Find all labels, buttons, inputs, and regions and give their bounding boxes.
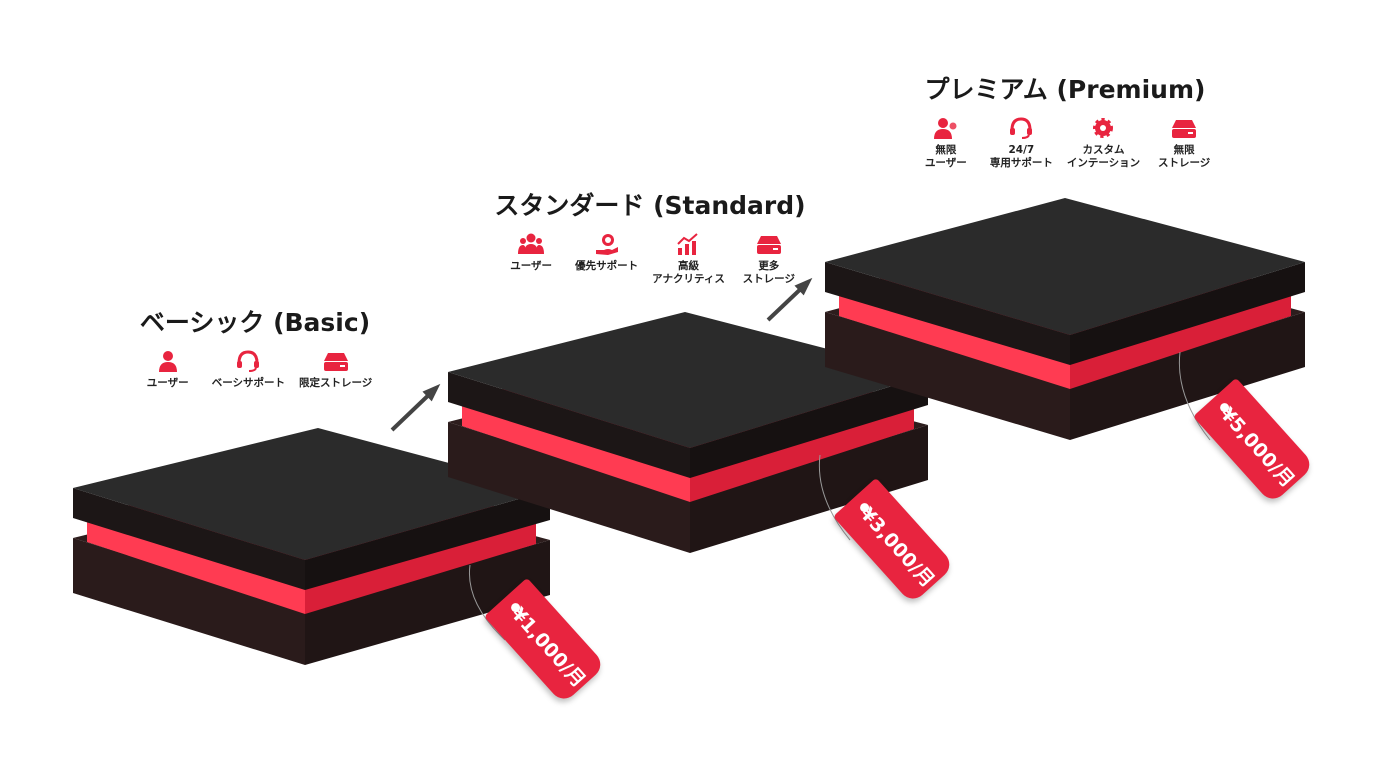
feature-item: 無限 ユーザー <box>916 116 976 170</box>
standard-block-top-slab-left <box>448 372 690 478</box>
feature-item: ベーシサポート <box>212 349 285 390</box>
feature-label: ユーザー <box>510 260 553 272</box>
feature-label: 24/7 専用サポート <box>989 144 1053 169</box>
priority-support-icon <box>595 234 618 255</box>
premium-block-band-right <box>1070 290 1291 389</box>
feature-item: 無限 ストレージ <box>1154 116 1214 170</box>
users-group-icon <box>518 233 545 254</box>
user-icon <box>158 351 177 372</box>
basic-block-band-left <box>87 516 305 614</box>
premium-block-band-left <box>839 290 1070 389</box>
feature-label: 優先サポート <box>575 260 639 272</box>
basic-block-top-slab-right <box>305 490 550 590</box>
premium-block-base-right <box>1070 312 1305 440</box>
storage-icon <box>1172 120 1197 138</box>
tier-standard: スタンダード (Standard) ユーザー 優先サポート 高級 アナクリティス更多… <box>490 186 810 286</box>
feature-label: 更多 ストレージ <box>742 260 795 285</box>
feature-item: 更多 ストレージ <box>739 232 799 286</box>
users-icon <box>933 118 957 139</box>
basic-block-top-slab-left <box>73 488 305 590</box>
tag-string <box>818 454 851 541</box>
feature-label: 無限 ストレージ <box>1157 144 1211 169</box>
feature-label: 無限 ユーザー <box>924 144 967 169</box>
premium-block-base-left <box>825 312 1070 440</box>
feature-label: ベーシサポート <box>211 377 285 389</box>
standard-block-base-left <box>448 422 690 553</box>
feature-label: カスタム インテーション <box>1066 144 1141 169</box>
storage-icon <box>756 236 781 254</box>
standard-block-band-left <box>462 400 690 502</box>
headset-icon <box>1010 117 1033 139</box>
analytics-chart-icon <box>677 233 699 255</box>
basic-block-top-slab-top <box>73 428 550 560</box>
standard-block-base-right <box>690 425 928 553</box>
tier-premium: プレミアム (Premium) 無限 ユーザー 24/7 専用サポートカスタム イ… <box>905 70 1225 170</box>
feature-label: 高級 アナクリティス <box>652 260 725 285</box>
gear-icon <box>1093 118 1114 138</box>
basic-block-base-right <box>305 540 550 665</box>
feature-label: 限定ストレージ <box>299 377 373 389</box>
tier-title: スタンダード (Standard) <box>494 191 806 220</box>
arrow-icon <box>390 383 441 432</box>
basic-block-base-left <box>73 538 305 665</box>
feature-item: カスタム インテーション <box>1067 116 1140 170</box>
tag-string <box>1178 351 1211 441</box>
storage-icon <box>323 353 348 371</box>
feature-item: ユーザー <box>138 349 198 390</box>
tier-title: ベーシック (Basic) <box>139 308 371 337</box>
standard-block-top-slab-right <box>690 375 928 478</box>
headset-icon <box>237 350 260 372</box>
standard-block-top-slab-top <box>448 312 928 448</box>
premium-block-top-slab-top <box>825 198 1305 335</box>
feature-item: 限定ストレージ <box>299 349 372 390</box>
feature-item: 優先サポート <box>575 232 638 286</box>
basic-block-band-right <box>305 518 536 614</box>
arrow-icon <box>766 277 813 322</box>
feature-label: ユーザー <box>146 377 189 389</box>
premium-block-top-slab-left <box>825 262 1070 365</box>
feature-item: 24/7 専用サポート <box>990 116 1053 170</box>
feature-item: ユーザー <box>501 232 561 286</box>
premium-block-top-slab-right <box>1070 262 1305 365</box>
feature-item: 高級 アナクリティス <box>652 232 725 286</box>
tier-basic: ベーシック (Basic) ユーザー ベーシサポート 限定ストレージ <box>120 303 390 390</box>
tier-title: プレミアム (Premium) <box>924 75 1206 104</box>
standard-block-band-right <box>690 403 914 502</box>
